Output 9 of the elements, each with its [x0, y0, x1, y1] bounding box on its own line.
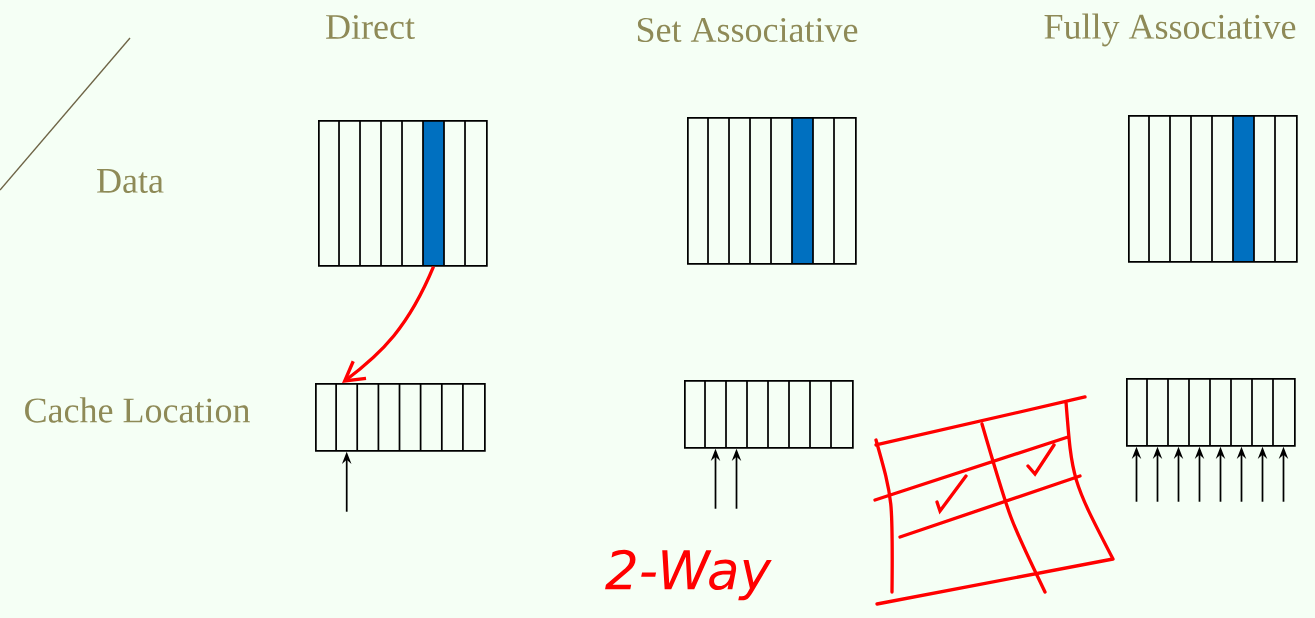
- cache-block: [1126, 377, 1296, 447]
- data-block: [318, 119, 488, 267]
- data-block: [687, 116, 857, 265]
- handwritten-note: 2-Way: [605, 549, 772, 601]
- cache-block: [684, 379, 854, 449]
- handwritten-arrow: [342, 266, 436, 383]
- cache-block: [315, 382, 486, 452]
- row-label: Data: [97, 169, 164, 193]
- data-block: [1128, 114, 1298, 263]
